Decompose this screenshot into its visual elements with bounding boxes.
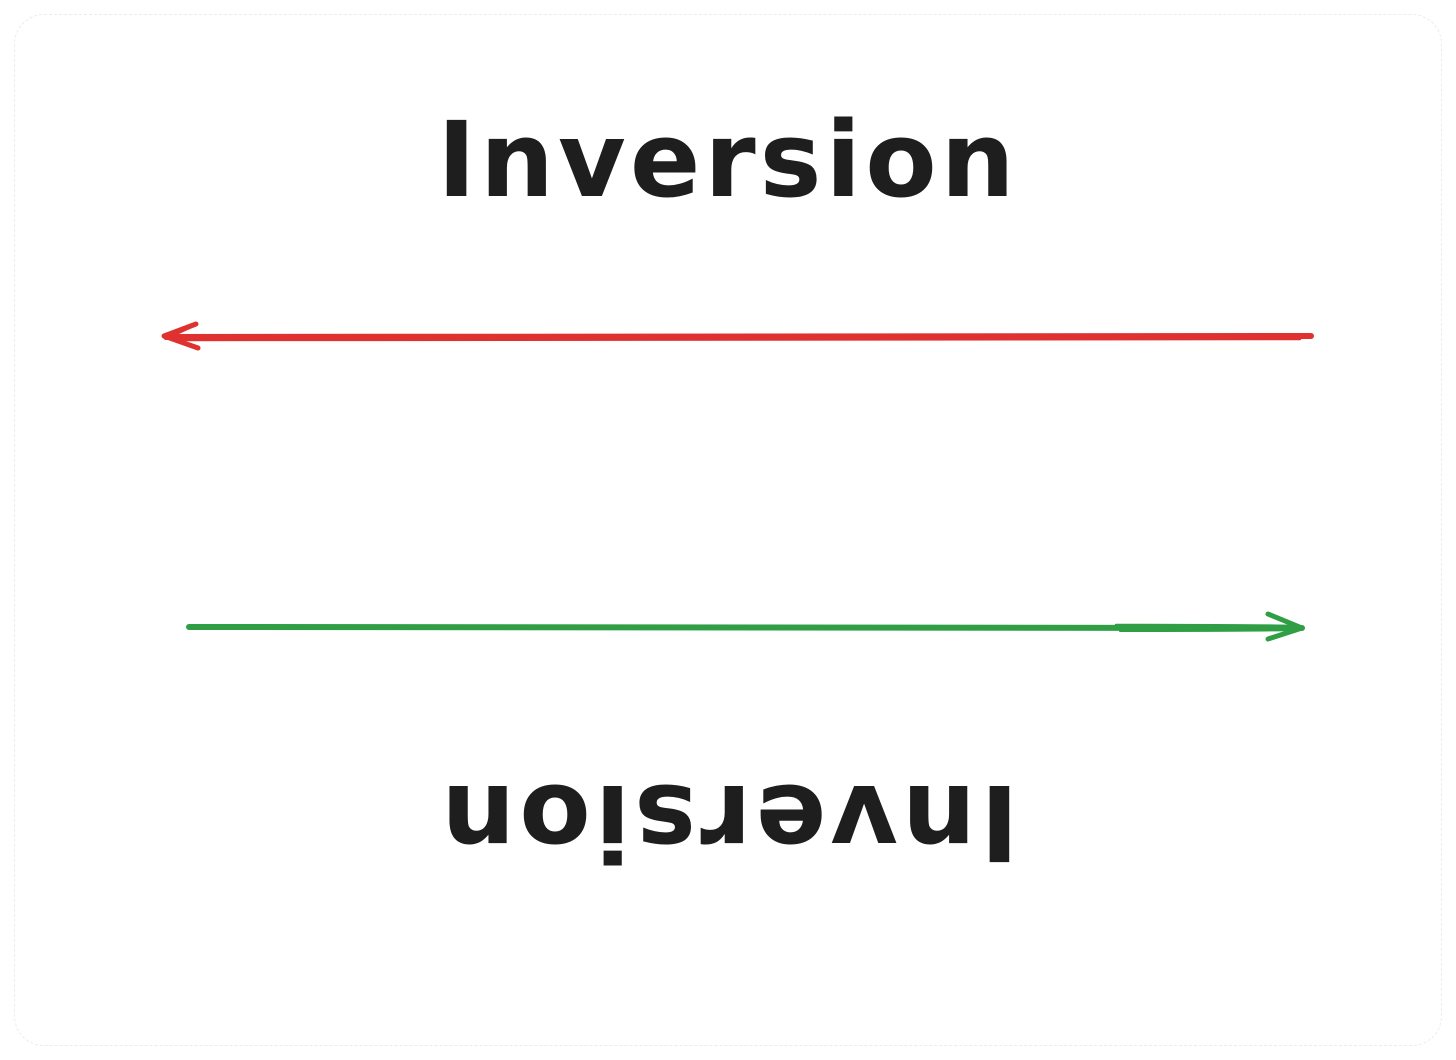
inversion-label-top: Inversion [437,99,1019,221]
inversion-label-bottom-upside-down: Inversion [437,761,1019,883]
diagram-canvas [14,14,1442,1046]
green-right-arrow [186,611,1305,642]
red-left-arrow [161,321,1314,351]
